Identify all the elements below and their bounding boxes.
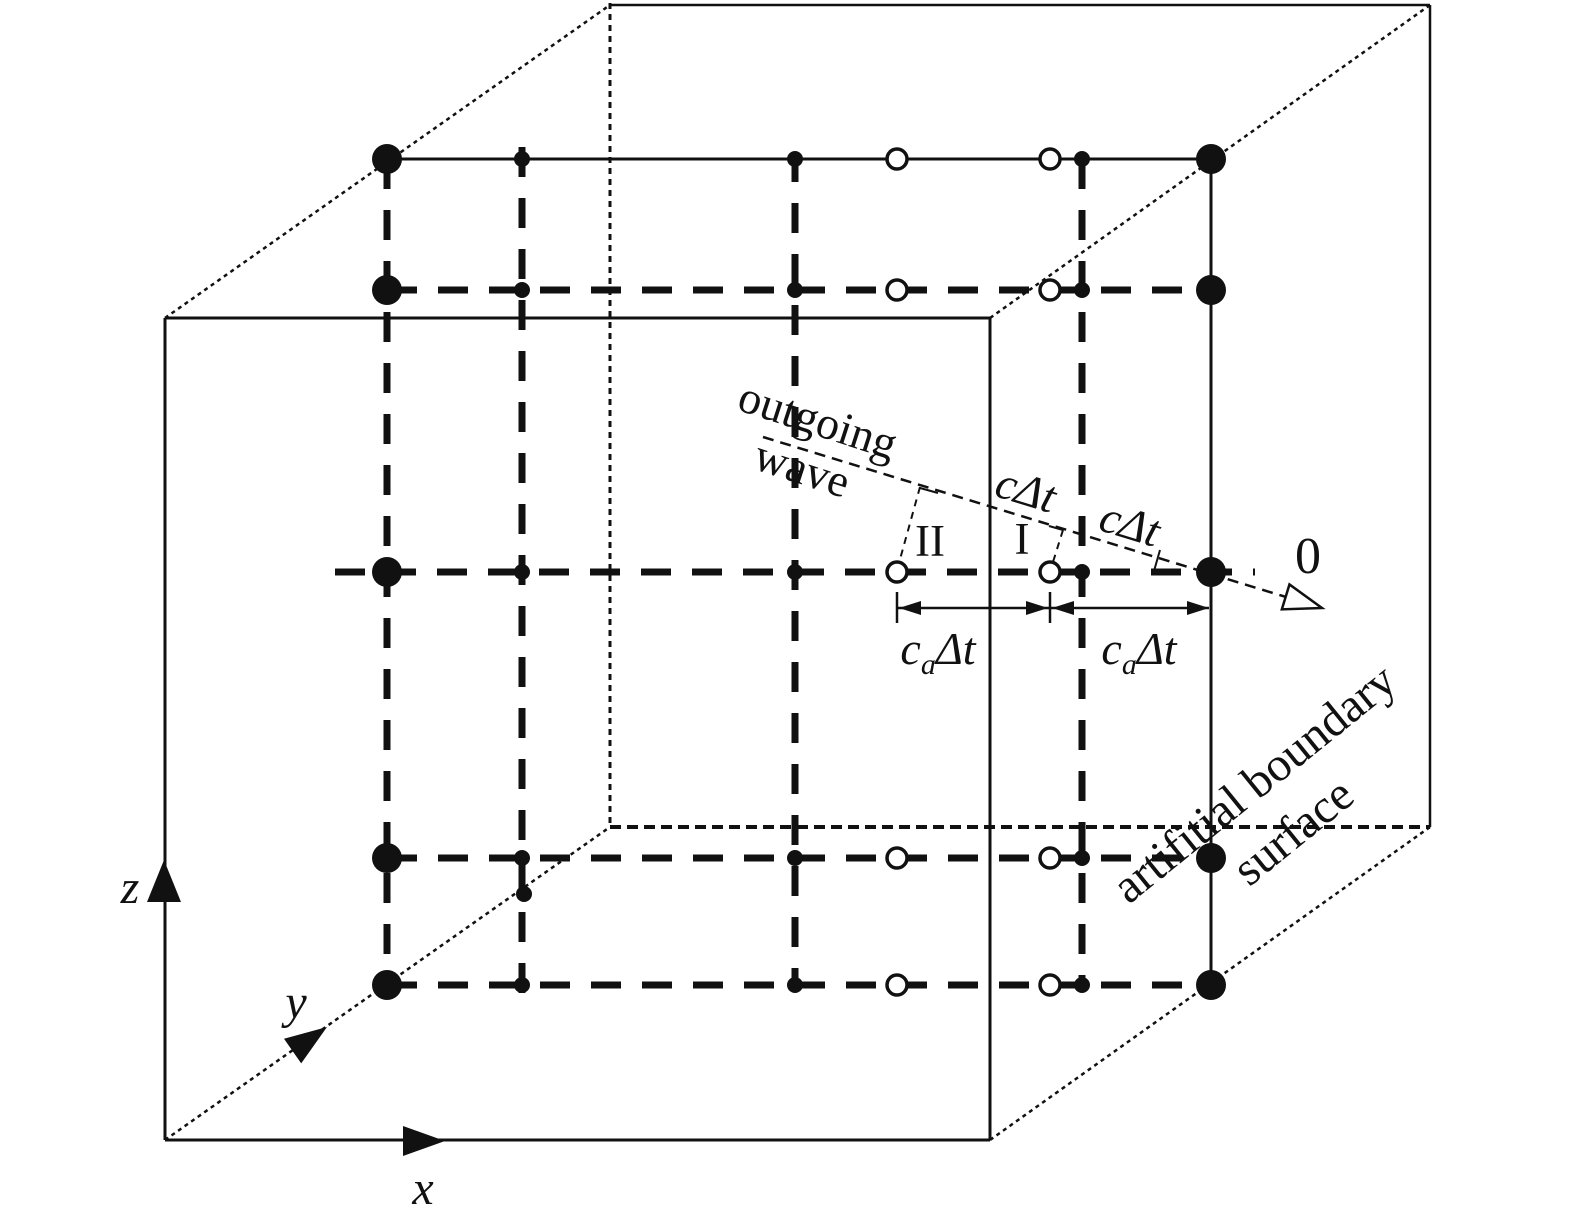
wave-ray-open-arrowhead-icon: [1280, 582, 1326, 611]
ca-delta-t-right-base: c: [1101, 623, 1122, 674]
grid-node-large: [372, 275, 402, 305]
dim-arrow-right-icon: [1187, 601, 1209, 615]
grid-node-large: [372, 843, 402, 873]
grid-node-large: [1196, 970, 1226, 1000]
grid-node-open: [885, 147, 909, 171]
y-axis-label: y: [285, 976, 307, 1029]
grid-node-small: [787, 564, 803, 580]
grid-node-small: [1074, 151, 1090, 167]
grid-node-small: [787, 977, 803, 993]
dim-arrow-mid-right-icon: [1026, 601, 1048, 615]
grid-node-large: [372, 144, 402, 174]
ca-delta-t-left-base: c: [900, 623, 921, 674]
grid-node-open: [1038, 846, 1062, 870]
ca-delta-t-left-rest: Δt: [935, 623, 976, 674]
grid-node-small: [514, 282, 530, 298]
grid-node-small: [514, 850, 530, 866]
grid-node-small: [787, 282, 803, 298]
depth-edge-top-right: [989, 3, 1431, 320]
perpendicular-drop-II: [898, 486, 921, 564]
axes: [147, 860, 445, 1156]
ca-delta-t-label-right: caΔt: [1049, 623, 1229, 681]
grid-node-small: [514, 151, 530, 167]
grid-node-small: [1074, 850, 1090, 866]
x-axis-label: x: [412, 1162, 434, 1215]
dim-arrow-mid-left-icon: [1052, 601, 1074, 615]
x-axis-arrowhead-icon: [403, 1126, 445, 1156]
grid-node-open: [885, 973, 909, 997]
right-angle-mark-I: [1048, 525, 1064, 531]
grid-node-small: [1074, 282, 1090, 298]
y-axis-arrowhead-icon: [283, 1027, 327, 1064]
region-I-label: I: [1014, 514, 1030, 564]
dimension-line: [895, 592, 1209, 623]
origin-zero-label: 0: [1295, 528, 1321, 585]
right-angle-mark-II: [919, 487, 939, 494]
grid-node-large: [1196, 557, 1226, 587]
grid-node-small: [1074, 977, 1090, 993]
right-angle-mark-near-node: [1153, 549, 1161, 572]
grid-node-open: [885, 278, 909, 302]
grid-node-large: [1196, 843, 1226, 873]
grid-node-open: [1038, 973, 1062, 997]
dim-arrow-left-icon: [899, 601, 921, 615]
grid-node-small: [514, 977, 530, 993]
ca-delta-t-right-rest: Δt: [1136, 623, 1177, 674]
grid-nodes: [372, 144, 1226, 1000]
grid-node-small: [1074, 564, 1090, 580]
grid-node-open: [885, 846, 909, 870]
perpendicular-drop-I: [1052, 529, 1064, 563]
grid-node-small: [514, 564, 530, 580]
grid-node-small: [516, 886, 532, 902]
ca-delta-t-left-sub: a: [920, 648, 936, 681]
grid-node-open: [1038, 560, 1062, 584]
z-axis-label: z: [120, 861, 140, 914]
z-axis-arrowhead-icon: [147, 860, 181, 902]
grid-node-large: [1196, 144, 1226, 174]
grid-node-open: [885, 560, 909, 584]
depth-edge-bottom-right: [989, 825, 1431, 1142]
grid-node-large: [372, 970, 402, 1000]
grid-node-open: [1038, 147, 1062, 171]
grid-node-large: [372, 557, 402, 587]
grid-node-small: [787, 151, 803, 167]
ca-delta-t-right-sub: a: [1121, 648, 1137, 681]
ca-delta-t-label-left: caΔt: [848, 623, 1028, 681]
region-II-label: II: [915, 516, 945, 566]
grid-node-small: [787, 850, 803, 866]
grid-node-large: [1196, 275, 1226, 305]
grid-node-open: [1038, 278, 1062, 302]
